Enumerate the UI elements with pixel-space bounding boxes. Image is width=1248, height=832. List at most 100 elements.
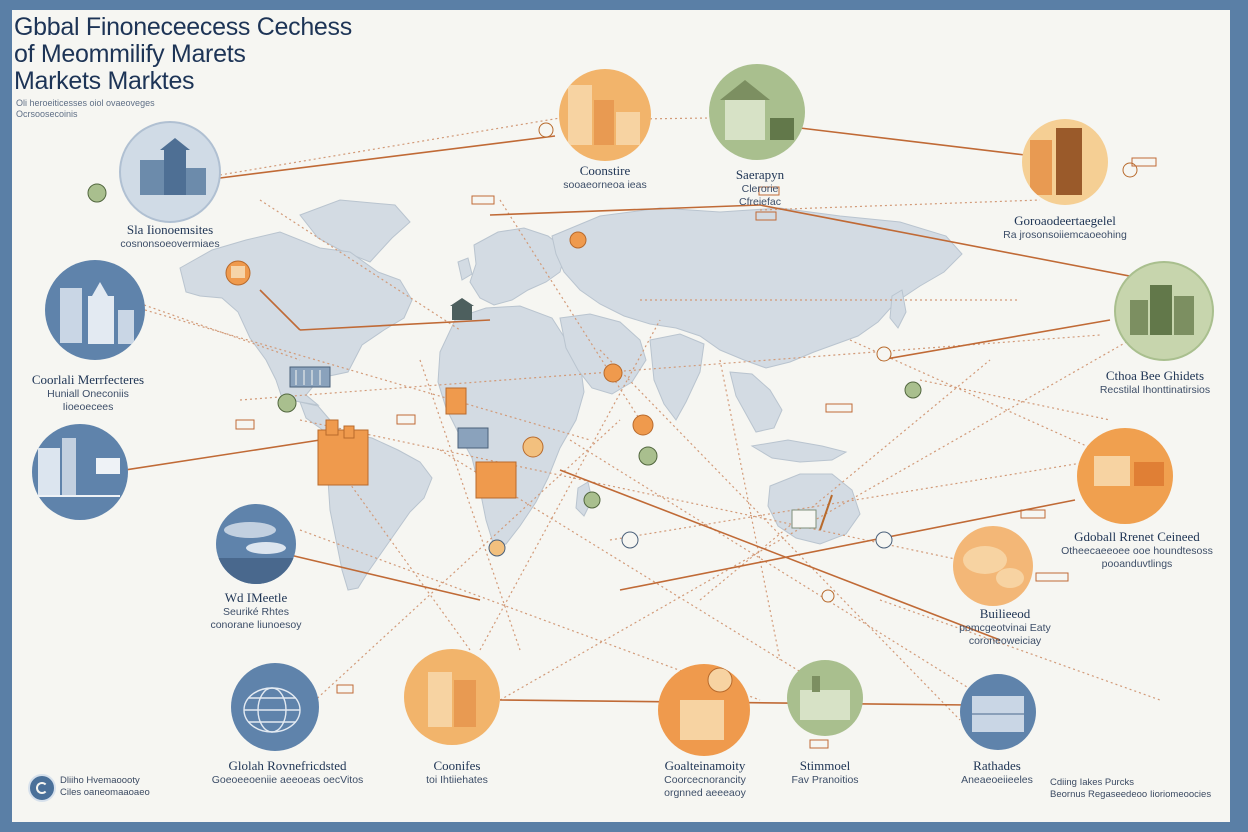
industrial-icon: [800, 676, 850, 720]
node-subtitle: Aneaeoeiieeles: [961, 774, 1033, 786]
label-coonifes: Coonifes toi Ihtiiehates: [397, 758, 517, 787]
subtitle-line: Oli heroeiticesses oiol ovaeoveges: [16, 98, 155, 108]
label-builecod: Builieeod pomcgeotvinai Eaty coroneoweic…: [930, 606, 1080, 648]
node-title: Builieeod: [979, 606, 1031, 621]
footer-line: Ciles oaneomaaoaeo: [60, 787, 150, 798]
land-asia: [551, 207, 963, 369]
footer-line: Dliiho Hvemaoooty: [60, 775, 140, 786]
node-subtitle: sooaeorneoa ieas: [563, 179, 647, 191]
australia-chart-icon: [791, 494, 833, 531]
node-title: Wd IMeetle: [224, 590, 288, 605]
land-middle-east: [559, 313, 647, 395]
skyscraper-icon: [60, 282, 134, 344]
node-cthoa[interactable]: [1114, 261, 1214, 361]
land-indonesia: [750, 439, 848, 463]
node-subtitle: Huniall Oneconiis: [47, 388, 129, 400]
node-subtitle: Ra jrosonsoiiemcaoeohing: [1003, 229, 1127, 241]
arrow-marker-icon: [488, 531, 893, 557]
node-subtitle: Iioeoecees: [62, 401, 114, 413]
node-subtitle: Cfreiefac: [738, 196, 781, 208]
page-subtitle: Oli heroeiticesses oiol ovaeoveges Ocrso…: [16, 98, 155, 120]
world-map: [179, 199, 963, 591]
label-cthoa: Cthoa Bee Ghidets Recstilal Ihonttinatir…: [1090, 368, 1220, 397]
node-goroadeer[interactable]: [1022, 119, 1108, 205]
node-subtitle: conorane liunoesoy: [210, 619, 302, 631]
node-coonsire[interactable]: [559, 69, 651, 161]
node-coonifes[interactable]: [404, 649, 500, 745]
pin-north-america-icon: [225, 260, 251, 286]
node-subtitle: Coorcecnorancity: [664, 774, 746, 786]
map-pins: [87, 122, 1157, 749]
node-title: Rathades: [973, 758, 1021, 773]
node-coastal[interactable]: [45, 260, 145, 360]
footer-line: Cdiing Iakes Purcks: [1050, 777, 1134, 788]
globe-network-icon: [243, 687, 301, 733]
world-map-icon: [963, 546, 1024, 588]
footer-left-note: Dliiho Hvemaoooty Ciles oaneomaaoaeo: [60, 775, 150, 799]
node-subtitle: pooanduvtlings: [1101, 558, 1173, 570]
city-buildings-icon: [140, 138, 206, 195]
node-ratiades[interactable]: [960, 674, 1036, 750]
node-global-parcel[interactable]: [1077, 428, 1173, 524]
node-subtitle: pomcgeotvinai Eaty: [959, 622, 1051, 634]
green-pin-icon: [87, 183, 922, 509]
label-goroadeer: Goroaodeertaegelel Ra jrosonsoiiemcaoeoh…: [990, 213, 1140, 242]
green-skyline-icon: [1130, 285, 1194, 335]
node-title: Saerapyn: [735, 167, 785, 182]
node-saerapyn[interactable]: [709, 64, 805, 160]
label-coonsire: Coonstire sooaeorneoa ieas: [545, 163, 665, 192]
node-mid[interactable]: [216, 504, 296, 584]
node-goalten[interactable]: [658, 664, 750, 756]
node-title: Gdoball Rrenet Ceineed: [1074, 529, 1200, 544]
exchange-building-icon: [289, 366, 331, 388]
label-sia: Sla Iionoemsites cosnonsoeovermiaes: [100, 222, 240, 251]
coin-building-icon: [680, 667, 733, 740]
label-mid: Wd IMeetle Seuriké Rhtes conorane liunoe…: [186, 590, 326, 632]
node-title: Goroaodeertaegelel: [1014, 213, 1116, 228]
label-stimmoel: Stimmoel Fav Pranoitios: [770, 758, 880, 787]
label-ratiades: Rathades Aneaeoeiieeles: [942, 758, 1052, 787]
node-builecod[interactable]: [953, 526, 1033, 606]
node-title: Stimmoel: [799, 758, 851, 773]
market-stall-icon: [1094, 456, 1164, 486]
node-subtitle: orgnned aeeeaoy: [664, 787, 746, 799]
node-subtitle: Recstilal Ihonttinatirsios: [1099, 384, 1211, 396]
orange-city-icon: [317, 419, 369, 486]
node-subtitle: Clerorie: [741, 183, 779, 195]
node-subtitle: Fav Pranoitios: [791, 774, 859, 786]
tag-label-icon: [235, 157, 1157, 749]
node-title: Goalteinamoity: [664, 758, 746, 773]
node-west[interactable]: [30, 424, 128, 520]
label-saerapyn: Saerapyn Clerorie Cfreiefac: [700, 167, 820, 209]
node-global-south[interactable]: [231, 663, 319, 751]
subtitle-line: Ocrsoosecoinis: [16, 109, 78, 119]
node-sia[interactable]: [119, 121, 221, 223]
node-title: Coonifes: [433, 758, 481, 773]
label-goalten: Goalteinamoity Coorcecnorancity orgnned …: [640, 758, 770, 800]
node-subtitle: coroneoweiciay: [968, 635, 1042, 647]
europe-bank-icon: [450, 298, 474, 320]
node-subtitle: Otheecaeeoee ooe houndtesoss: [1061, 545, 1213, 557]
land-australia: [767, 473, 861, 545]
bank-towers-icon: [428, 672, 476, 727]
title-line: Markets Marktes: [14, 67, 195, 95]
node-title: Glolah Rovnefricdsted: [228, 758, 347, 773]
node-subtitle: Goeoeeoeniie aeeoeas oecVitos: [211, 774, 364, 786]
node-subtitle: cosnonsoeovermiaes: [120, 238, 220, 250]
node-title: Coorlali Merrfecteres: [31, 372, 145, 387]
node-title: Sla Iionoemsites: [126, 222, 214, 237]
node-subtitle: toi Ihtiiehates: [426, 774, 488, 786]
node-title: Coonstire: [579, 163, 631, 178]
node-subtitle: Seuriké Rhtes: [223, 606, 289, 618]
land-africa: [437, 305, 585, 547]
trading-floor-icon: [972, 696, 1024, 732]
footer-logo-icon: [28, 774, 56, 802]
connections-solid: [124, 127, 1151, 706]
financial-tower-icon: [32, 438, 120, 497]
land-europe: [469, 227, 567, 306]
label-coastal: Coorlali Merrfecteres Huniall Oneconiis …: [8, 372, 168, 414]
title-line: of Meommilify Marets: [14, 40, 246, 68]
node-stimmoel[interactable]: [787, 660, 863, 736]
africa-city-icon: [445, 387, 517, 499]
